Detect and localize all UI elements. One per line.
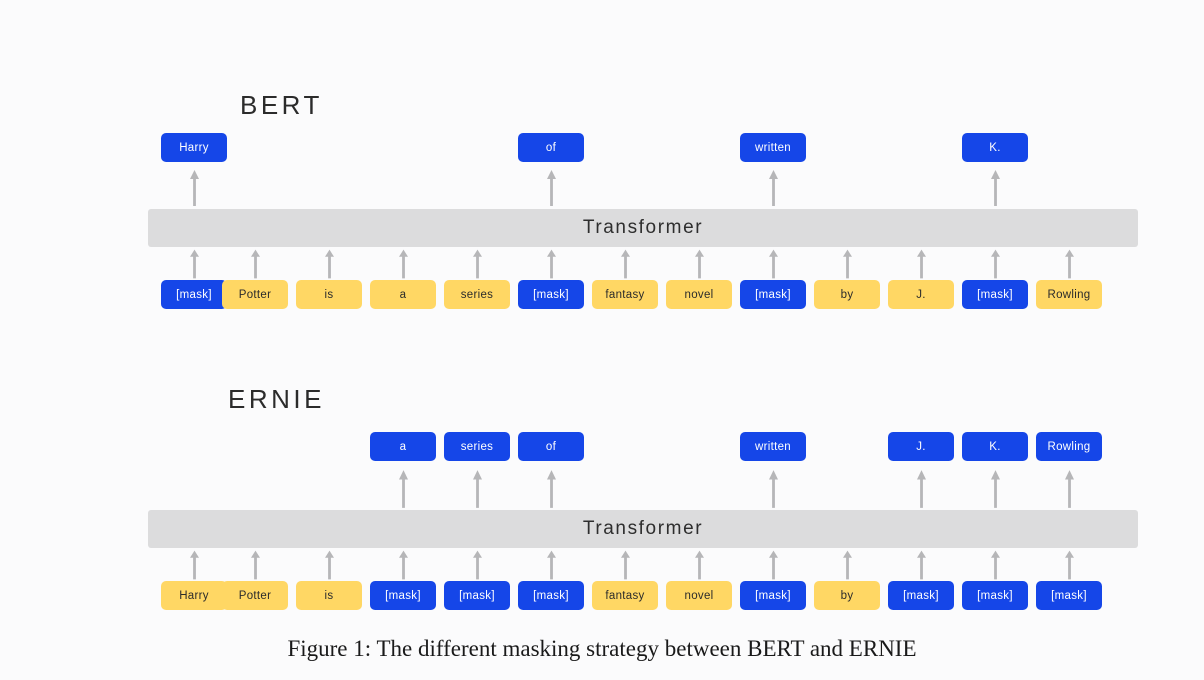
mask-token: [mask] [962, 581, 1028, 610]
up-arrow-icon [397, 468, 410, 510]
up-arrow-icon [323, 248, 336, 280]
up-arrow-icon [1063, 549, 1076, 581]
mask-token: [mask] [740, 280, 806, 309]
up-arrow-icon [545, 468, 558, 510]
word-token: Rowling [1036, 280, 1102, 309]
up-arrow-icon [188, 248, 201, 280]
word-token: Potter [222, 581, 288, 610]
up-arrow-icon [693, 248, 706, 280]
word-token: is [296, 581, 362, 610]
up-arrow-icon [249, 549, 262, 581]
up-arrow-icon [619, 549, 632, 581]
word-token: J. [888, 432, 954, 461]
word-token: by [814, 581, 880, 610]
up-arrow-icon [767, 168, 780, 208]
up-arrow-icon [1063, 248, 1076, 280]
bert-transformer-block: Transformer [148, 209, 1138, 247]
word-token: a [370, 280, 436, 309]
up-arrow-icon [1063, 468, 1076, 510]
word-token: written [740, 133, 806, 162]
bert-output-arrow-row [148, 168, 1138, 208]
word-token: series [444, 280, 510, 309]
figure-caption: Figure 1: The different masking strategy… [287, 636, 917, 661]
up-arrow-icon [841, 549, 854, 581]
up-arrow-icon [767, 248, 780, 280]
word-token: Harry [161, 133, 227, 162]
word-token: series [444, 432, 510, 461]
up-arrow-icon [323, 549, 336, 581]
word-token: a [370, 432, 436, 461]
word-token: novel [666, 581, 732, 610]
bert-output-token-row: Harry of written K. [148, 133, 1138, 163]
up-arrow-icon [989, 248, 1002, 280]
ernie-input-arrow-row [148, 549, 1138, 581]
word-token: of [518, 432, 584, 461]
word-token: Potter [222, 280, 288, 309]
up-arrow-icon [397, 549, 410, 581]
word-token: novel [666, 280, 732, 309]
mask-token: [mask] [161, 280, 227, 309]
up-arrow-icon [545, 168, 558, 208]
section-title-bert: BERT [240, 90, 323, 120]
word-token: by [814, 280, 880, 309]
mask-token: [mask] [1036, 581, 1102, 610]
bert-input-arrow-row [148, 248, 1138, 280]
mask-token: [mask] [370, 581, 436, 610]
up-arrow-icon [767, 468, 780, 510]
word-token: fantasy [592, 581, 658, 610]
up-arrow-icon [188, 168, 201, 208]
up-arrow-icon [767, 549, 780, 581]
up-arrow-icon [841, 248, 854, 280]
up-arrow-icon [989, 168, 1002, 208]
up-arrow-icon [989, 549, 1002, 581]
mask-token: [mask] [518, 280, 584, 309]
ernie-transformer-label: Transformer [582, 518, 704, 539]
up-arrow-icon [471, 248, 484, 280]
up-arrow-icon [915, 248, 928, 280]
ernie-output-arrow-row [148, 468, 1138, 510]
word-token: fantasy [592, 280, 658, 309]
up-arrow-icon [188, 549, 201, 581]
up-arrow-icon [249, 248, 262, 280]
mask-token: [mask] [740, 581, 806, 610]
word-token: is [296, 280, 362, 309]
up-arrow-icon [915, 468, 928, 510]
mask-token: [mask] [444, 581, 510, 610]
mask-token: [mask] [962, 280, 1028, 309]
up-arrow-icon [471, 468, 484, 510]
mask-token: [mask] [888, 581, 954, 610]
word-token: K. [962, 133, 1028, 162]
up-arrow-icon [915, 549, 928, 581]
up-arrow-icon [397, 248, 410, 280]
word-token: J. [888, 280, 954, 309]
mask-token: [mask] [518, 581, 584, 610]
word-token: of [518, 133, 584, 162]
up-arrow-icon [989, 468, 1002, 510]
bert-transformer-label: Transformer [582, 217, 704, 238]
ernie-transformer-block: Transformer [148, 510, 1138, 548]
word-token: Harry [161, 581, 227, 610]
up-arrow-icon [545, 549, 558, 581]
up-arrow-icon [545, 248, 558, 280]
up-arrow-icon [619, 248, 632, 280]
section-title-ernie: ERNIE [228, 384, 325, 414]
up-arrow-icon [693, 549, 706, 581]
word-token: written [740, 432, 806, 461]
up-arrow-icon [471, 549, 484, 581]
word-token: Rowling [1036, 432, 1102, 461]
word-token: K. [962, 432, 1028, 461]
